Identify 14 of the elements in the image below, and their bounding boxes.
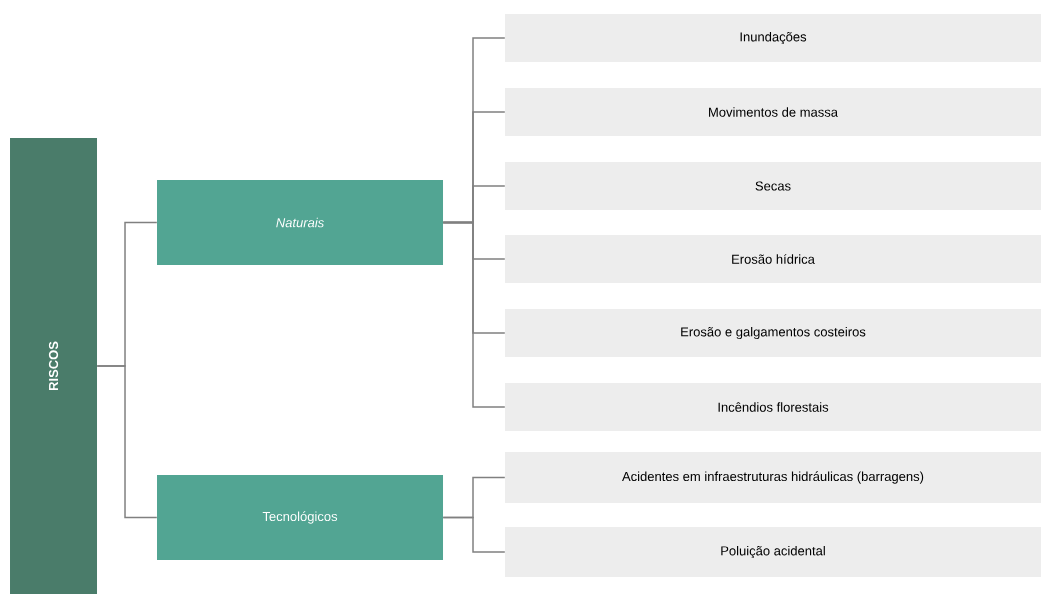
connector-line (96, 365, 158, 519)
connector-line (442, 516, 506, 553)
category-box: Naturais (157, 180, 443, 265)
item-box: Erosão hídrica (505, 235, 1041, 283)
item-box: Movimentos de massa (505, 88, 1041, 136)
connector-line (442, 221, 506, 408)
item-box: Acidentes em infraestruturas hidráulicas (barragens) (505, 452, 1041, 503)
item-box: Poluição acidental (505, 527, 1041, 577)
item-box: Erosão e galgamentos costeiros (505, 309, 1041, 357)
category-bar: RISCOS (10, 138, 97, 594)
item-box: Secas (505, 162, 1041, 210)
item-box: Incêndios florestais (505, 383, 1041, 431)
item-box: Inundações (505, 14, 1041, 62)
category-box: Tecnológicos (157, 475, 443, 560)
